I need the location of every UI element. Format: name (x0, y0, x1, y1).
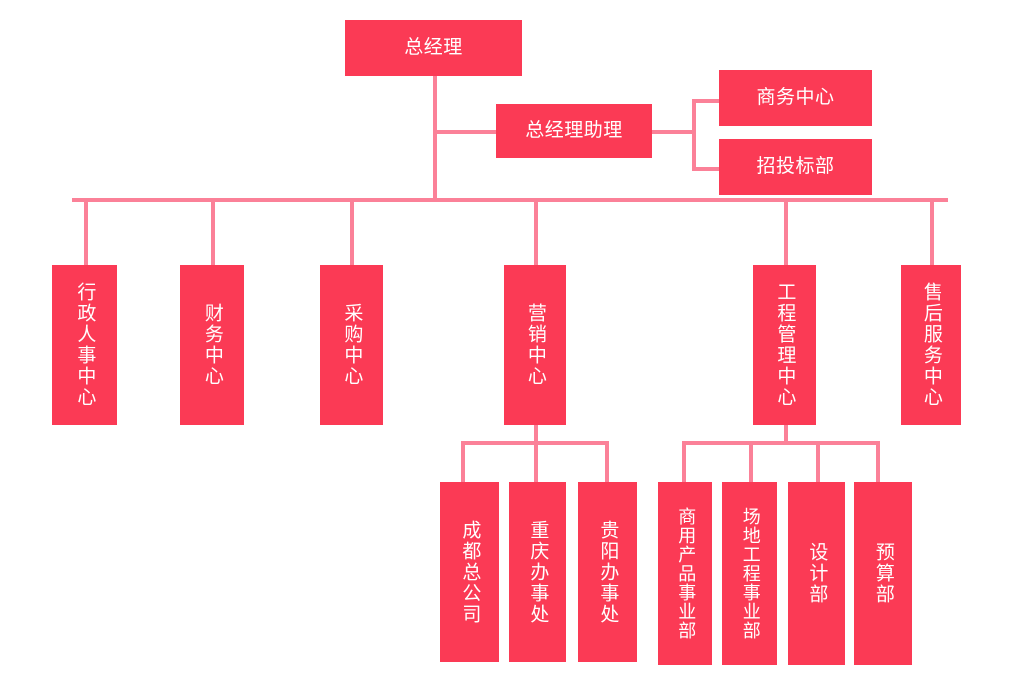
node-engineering-mgmt-center[interactable]: 工程管理中心 (753, 265, 816, 425)
node-bidding-dept[interactable]: 招投标部 (719, 139, 872, 195)
connector-drop-site-engineering (749, 441, 753, 482)
node-general-manager[interactable]: 总经理 (345, 20, 522, 76)
node-guiyang-office[interactable]: 贵阳办事处 (578, 482, 637, 662)
connector-engineering-stem (784, 425, 788, 443)
node-chongqing-office[interactable]: 重庆办事处 (509, 482, 566, 662)
node-commercial-product-div[interactable]: 商用产品事业部 (658, 482, 712, 665)
connector-drop-design (816, 441, 820, 482)
connector-drop-admin-hr (84, 198, 88, 266)
node-admin-hr-center[interactable]: 行政人事中心 (52, 265, 117, 425)
node-marketing-center[interactable]: 营销中心 (504, 265, 566, 425)
connector-gm-to-assistant (433, 130, 498, 134)
node-gm-assistant[interactable]: 总经理助理 (496, 104, 652, 158)
connector-drop-engineering (784, 198, 788, 266)
connector-gm-trunk (433, 76, 437, 202)
connector-drop-chengdu (461, 441, 465, 482)
connector-drop-chongqing (534, 441, 538, 482)
connector-to-bidding-dept (692, 167, 720, 171)
connector-assistant-bus (692, 99, 696, 171)
connector-drop-budget (876, 441, 880, 482)
node-finance-center[interactable]: 财务中心 (180, 265, 244, 425)
connector-drop-after-sales (930, 198, 934, 266)
node-design-dept[interactable]: 设计部 (788, 482, 845, 665)
connector-marketing-stem (534, 425, 538, 443)
node-site-engineering-div[interactable]: 场地工程事业部 (722, 482, 777, 665)
connector-drop-finance (211, 198, 215, 266)
node-budget-dept[interactable]: 预算部 (854, 482, 912, 665)
connector-main-bus (72, 198, 948, 202)
connector-assistant-right-stub (650, 130, 696, 134)
node-purchasing-center[interactable]: 采购中心 (320, 265, 383, 425)
connector-drop-purchasing (350, 198, 354, 266)
connector-drop-guiyang (605, 441, 609, 482)
node-chengdu-hq[interactable]: 成都总公司 (440, 482, 499, 662)
connector-engineering-bus (682, 441, 879, 445)
connector-to-business-center (692, 99, 720, 103)
connector-drop-marketing (534, 198, 538, 266)
node-after-sales-center[interactable]: 售后服务中心 (901, 265, 961, 425)
node-business-center[interactable]: 商务中心 (719, 70, 872, 126)
connector-drop-commercial-product (682, 441, 686, 482)
